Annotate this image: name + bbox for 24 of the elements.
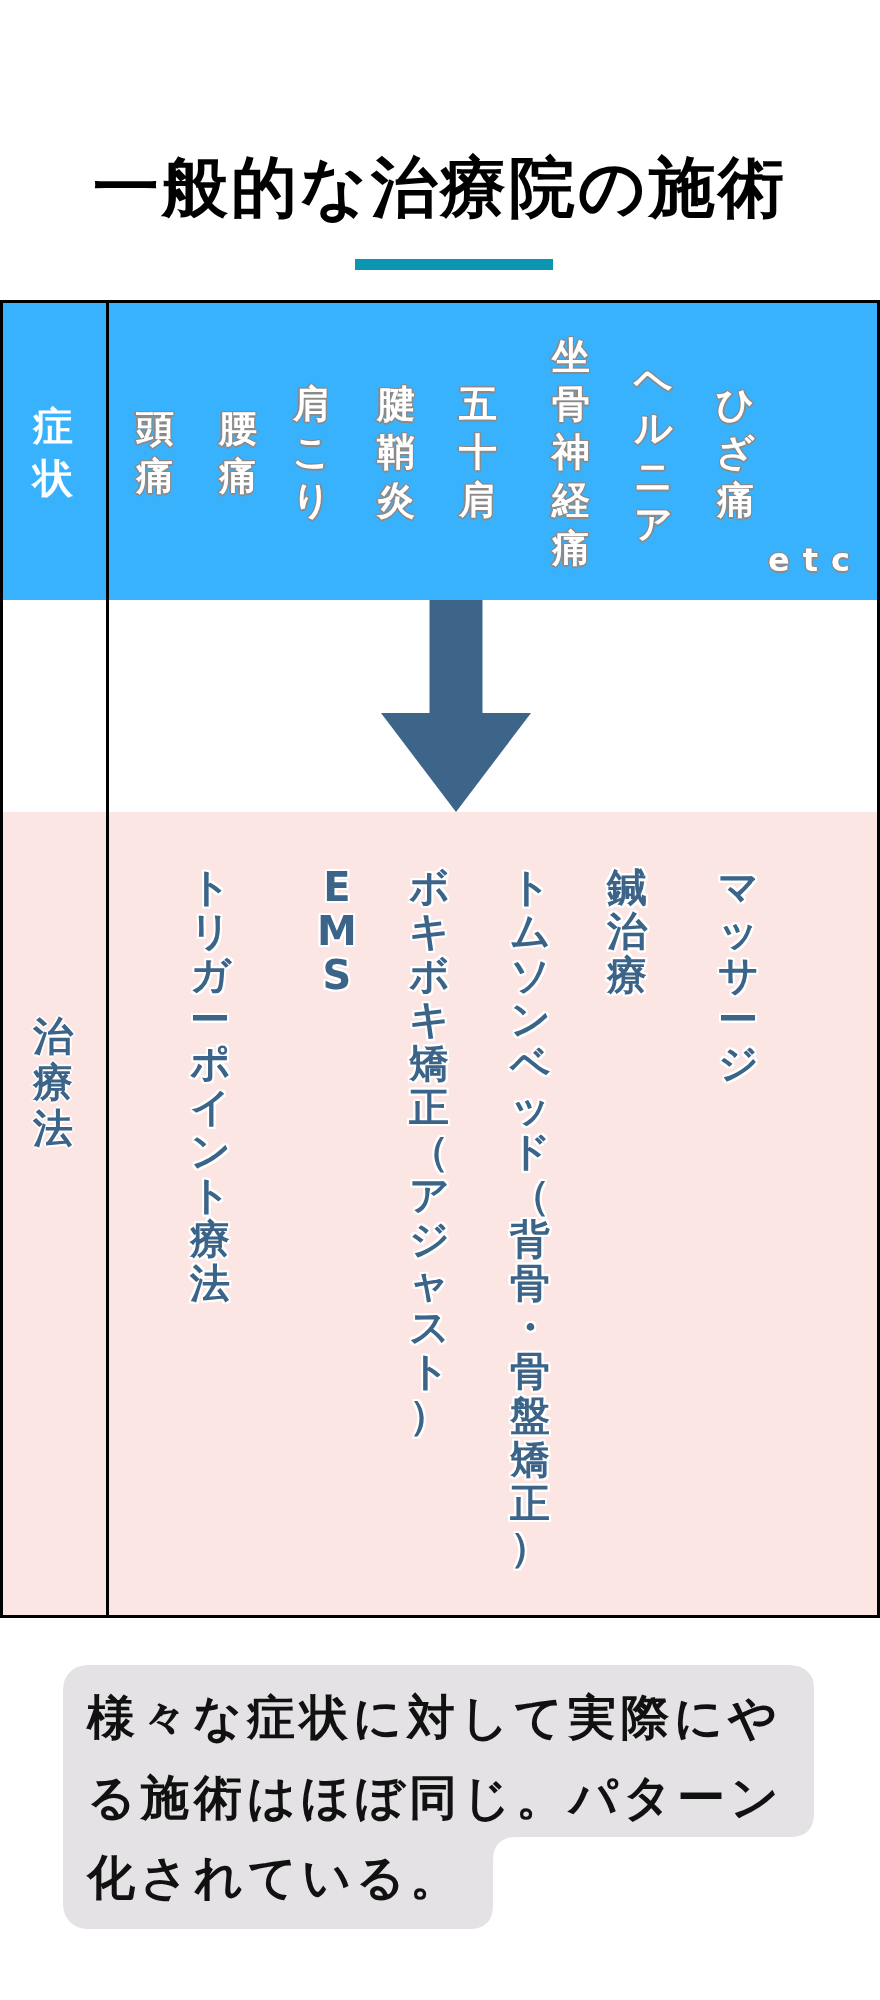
vertical-label: 坐骨神経痛	[550, 332, 591, 572]
vertical-label: ヘルニア	[633, 356, 675, 548]
vertical-label: 肩こり	[291, 380, 333, 524]
vertical-label: ひざ痛	[715, 380, 757, 524]
arrow	[381, 600, 531, 812]
row-band	[109, 303, 877, 600]
vertical-label: EMS	[316, 865, 358, 997]
vertical-label: 治療法	[31, 1013, 75, 1151]
vertical-label: 鍼治療	[605, 865, 649, 997]
vertical-label: トムソンベッド（背骨・骨盤矯正）	[508, 865, 552, 1569]
vertical-label: 五十肩	[457, 380, 498, 524]
vertical-label: 症状	[31, 401, 74, 503]
vertical-label: 腱鞘炎	[375, 380, 416, 524]
header-cell	[3, 812, 106, 1615]
title: 一般的な治療院の施術	[93, 148, 787, 228]
text-label: etc	[768, 540, 863, 580]
header-cell	[3, 303, 106, 600]
vertical-label: マッサージ	[716, 865, 760, 1085]
note-bubble: 様々な症状に対して実際にやる施術はほぼ同じ。パターン化されている。	[63, 1665, 815, 1929]
vertical-label: トリガーポイント療法	[188, 865, 232, 1305]
vertical-label: ボキボキ矯正（アジャスト）	[407, 865, 451, 1437]
vertical-label: 腰痛	[217, 404, 258, 500]
vertical-label: 頭痛	[135, 404, 175, 500]
row-band	[109, 812, 877, 1615]
